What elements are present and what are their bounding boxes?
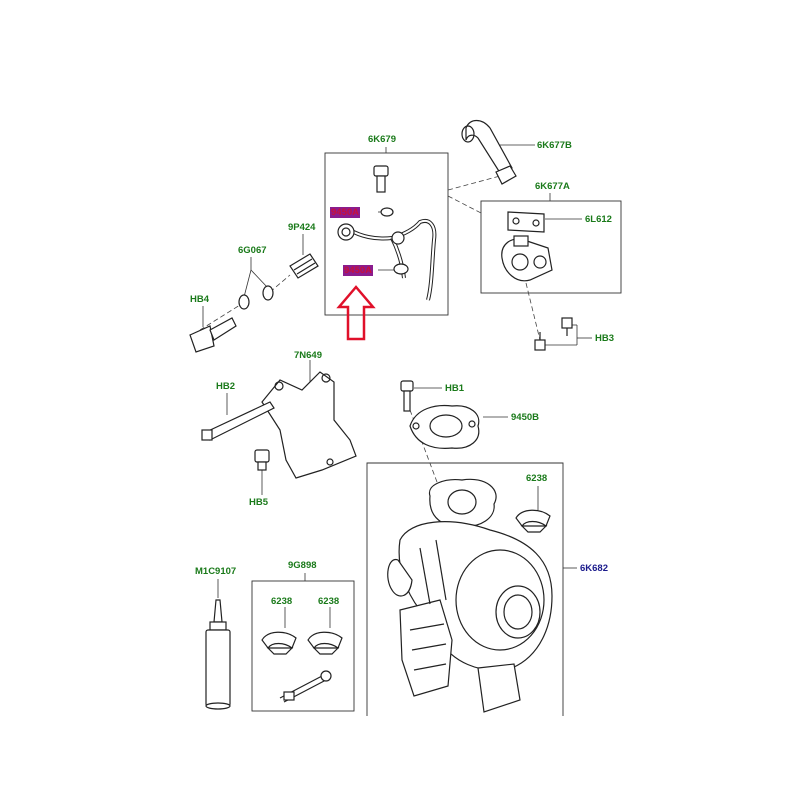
bracket-7N649 [261,371,357,479]
bolt-HB5 [254,449,270,471]
label-HB4: HB4 [190,294,210,305]
oil-feed-pipe [337,219,437,301]
label-HB1: HB1 [445,383,465,394]
pipe-6K677B [461,119,517,185]
frame-9G898 [251,580,355,712]
safety-pin [279,670,332,703]
washer-6G067-b [262,285,274,301]
highlight-label-9450A-lower: 9450A [343,265,373,276]
washer-9450A-lower [393,263,409,275]
label-6238-c: 6238 [318,596,340,607]
bolts-HB3 [534,317,573,351]
label-6K677A: 6K677A [535,181,570,192]
label-6K677B: 6K677B [537,140,572,151]
filter-9P424 [289,253,319,279]
gasket-6L612 [507,211,545,233]
label-9450B: 9450B [511,412,539,423]
frame-6K682 [366,462,564,716]
banjo-bolt [373,165,389,193]
label-HB2: HB2 [216,381,236,392]
label-6238-a: 6238 [526,473,548,484]
highlight-label-9450A-upper: 9450A [330,207,360,218]
gasket-9450B [409,404,480,449]
label-6K679: 6K679 [368,134,396,145]
label-6G067: 6G067 [238,245,267,256]
washer-6G067-a [238,294,250,310]
egr-valve [501,235,553,282]
label-HB5: HB5 [249,497,269,508]
label-7N649: 7N649 [294,350,322,361]
frame-6K677A [480,200,622,294]
sealant-tube-M1C9107 [205,599,231,710]
label-M1C9107: M1C9107 [195,566,237,577]
highlight-arrow [336,285,376,341]
bolt-HB4 [189,317,237,353]
label-9P424: 9P424 [288,222,316,233]
label-6K682: 6K682 [580,563,608,574]
clip-6238-b [261,631,297,655]
turbocharger-6K682 [387,478,553,713]
bolt-HB1 [400,380,414,412]
label-6238-b: 6238 [271,596,293,607]
bolt-HB2 [201,401,275,441]
washer-9450A-upper [380,207,394,217]
label-HB3: HB3 [595,333,615,344]
label-6L612: 6L612 [585,214,612,225]
frame-6K679 [324,152,449,316]
clip-6238-c [307,631,343,655]
clip-6238-a [515,509,551,533]
label-9G898: 9G898 [288,560,317,571]
